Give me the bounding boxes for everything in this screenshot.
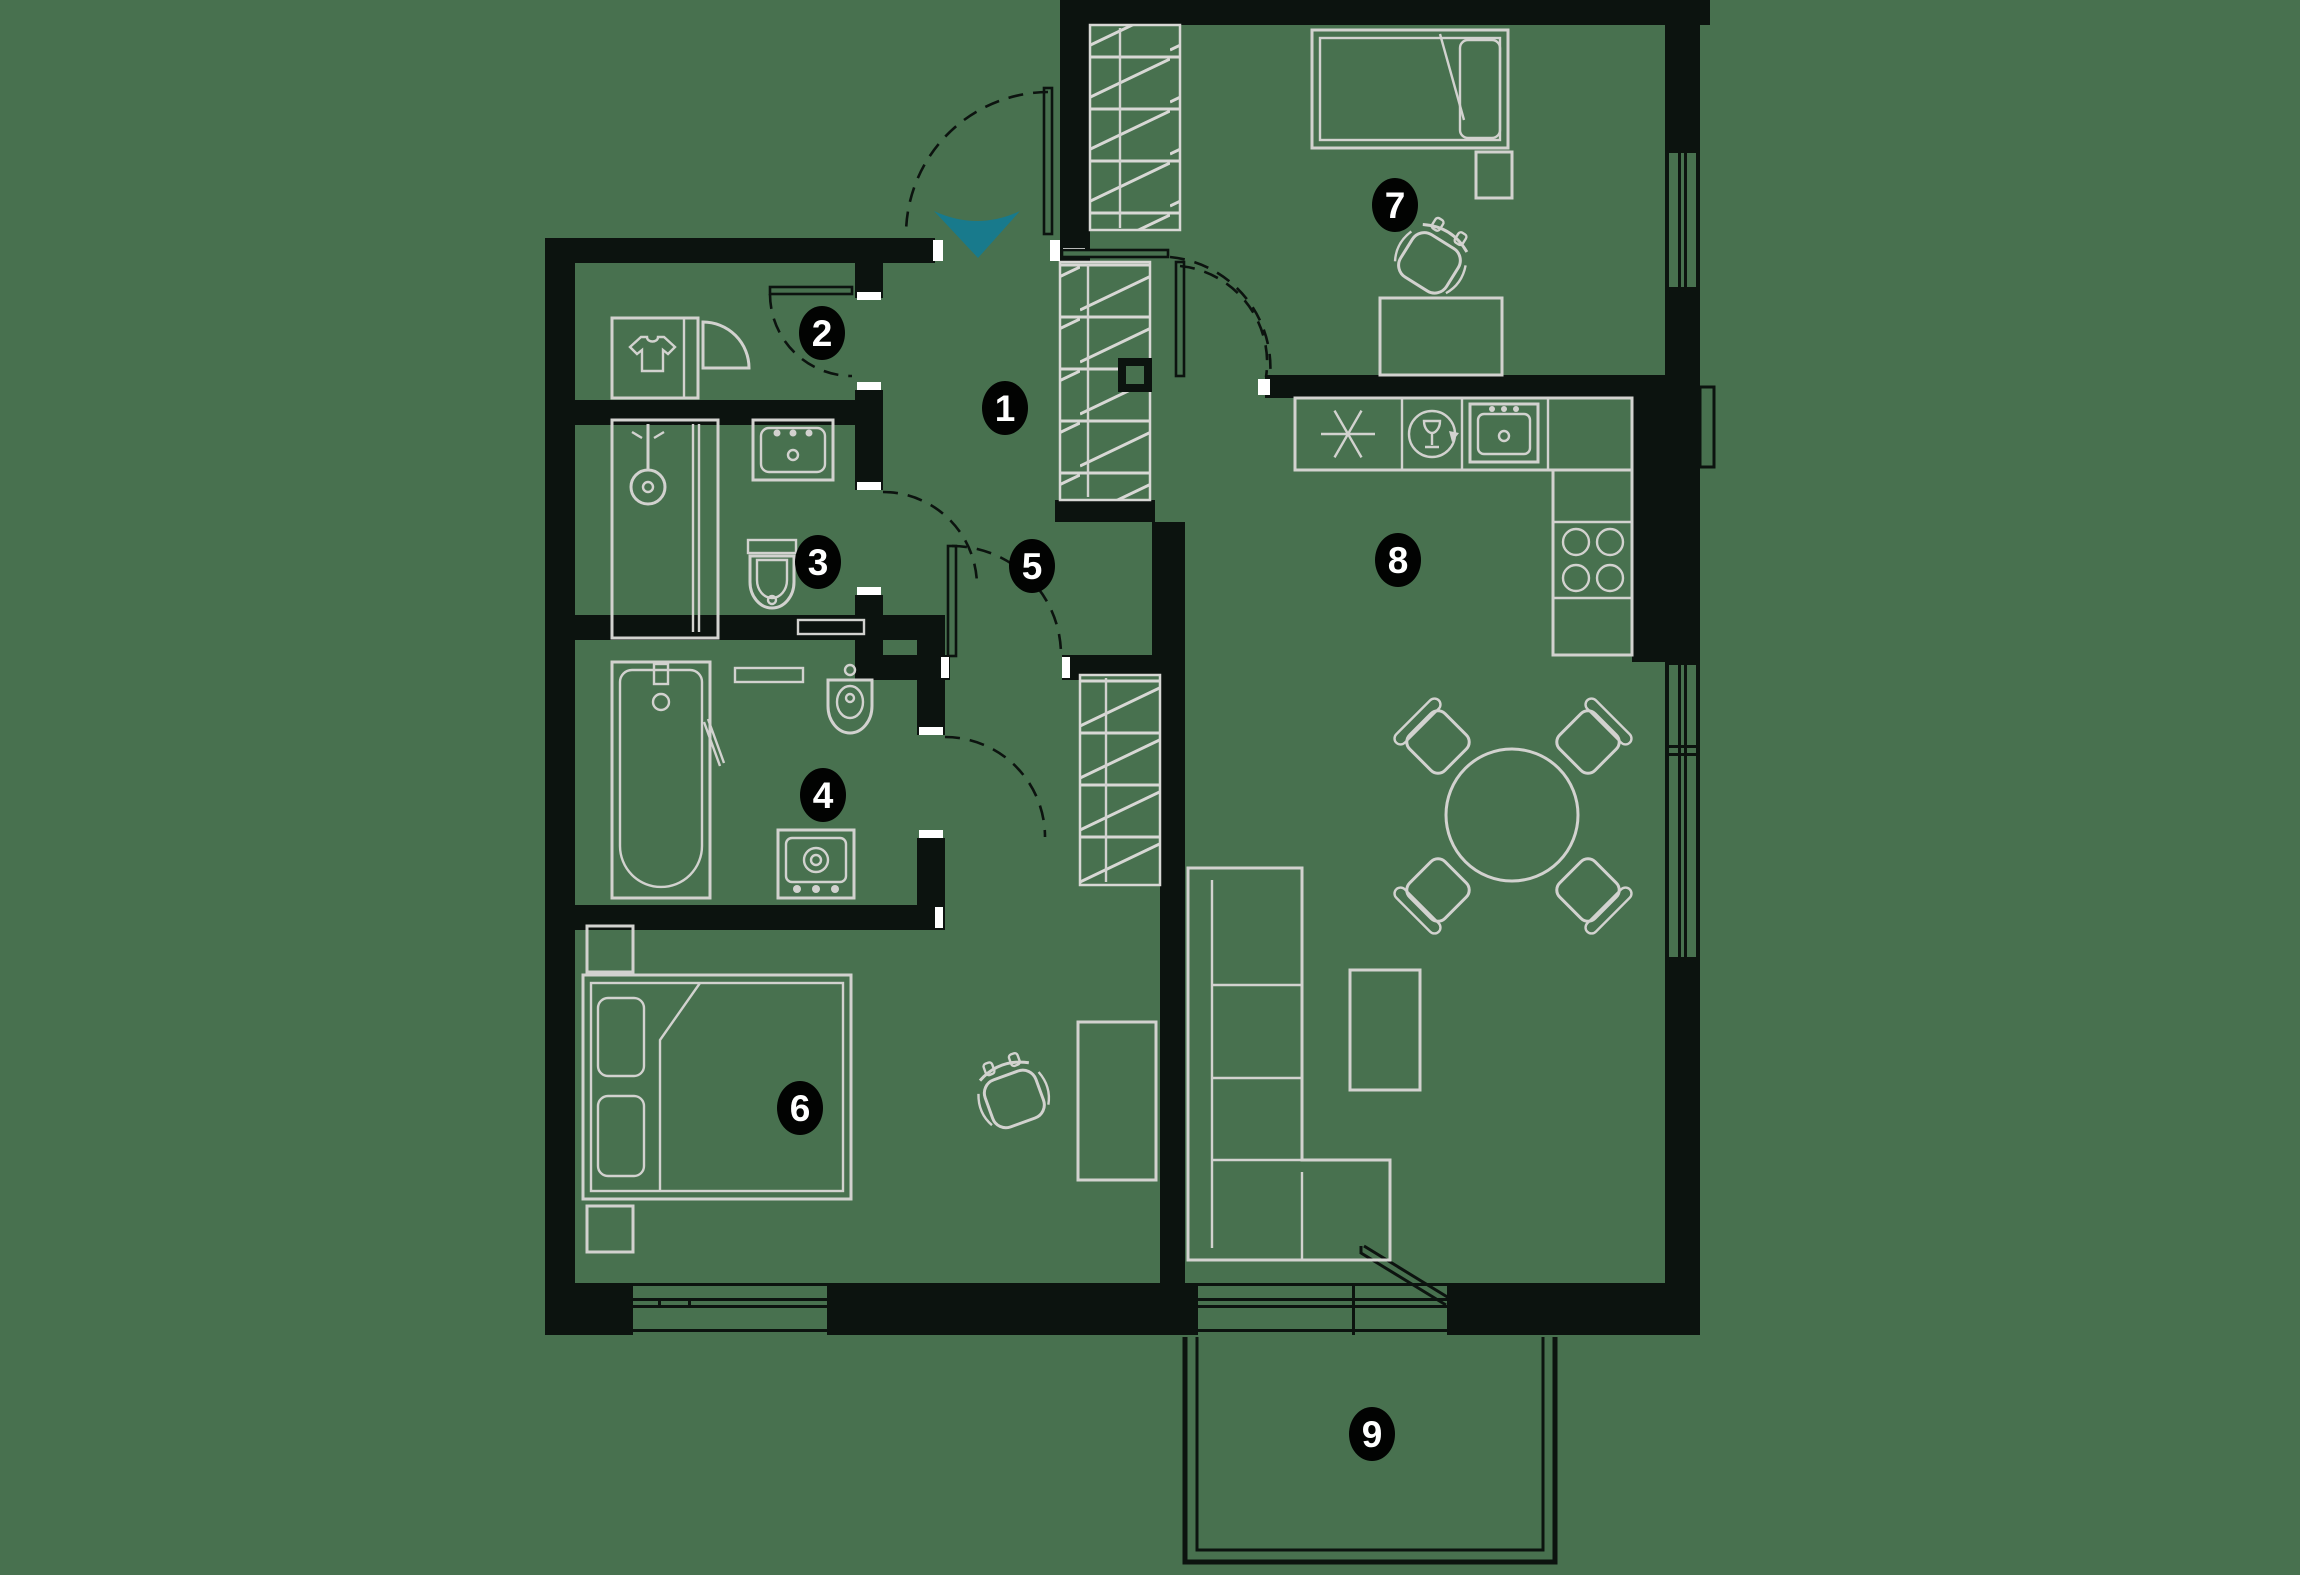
room-badge: 1 (982, 381, 1028, 435)
room-wardrobe (610, 316, 751, 400)
fridge-icon (1321, 410, 1375, 458)
toilet (746, 538, 798, 610)
towel-shelf (733, 666, 805, 684)
room-badge: 9 (1349, 1407, 1395, 1461)
room-badge: 5 (1009, 539, 1055, 593)
shower-head-icon (629, 468, 667, 506)
room-badge: 6 (777, 1081, 823, 1135)
door-swing-kitchen (1169, 255, 1272, 378)
service-shafts (1058, 23, 1182, 887)
single-bed (1310, 28, 1510, 150)
room-bathroom (610, 660, 874, 900)
room-badge: 4 (800, 768, 846, 822)
balcony-door-leaf (1359, 1244, 1450, 1307)
balcony-window-door (1195, 1244, 1450, 1335)
shower-spray (631, 428, 665, 440)
stove-burner (1595, 527, 1625, 557)
svg-text:1: 1 (995, 388, 1016, 429)
windows (630, 150, 1716, 1335)
svg-text:9: 9 (1362, 1414, 1383, 1455)
room-bedroom (581, 924, 1158, 1254)
svg-text:2: 2 (812, 313, 833, 354)
door-leaf-kitchen (1060, 248, 1170, 259)
svg-text:5: 5 (1022, 546, 1043, 587)
pillow (1458, 38, 1502, 140)
svg-text:8: 8 (1388, 540, 1409, 581)
radiator-shelf (796, 618, 866, 636)
svg-text:6: 6 (790, 1088, 811, 1129)
stair-shaft-hatch (1088, 23, 1182, 232)
door-leaf-room7 (1174, 260, 1186, 378)
wardrobe-door (701, 320, 751, 370)
door-swing-room2 (768, 293, 853, 378)
door-swing-room7 (1179, 264, 1269, 378)
shower-tray (610, 418, 720, 640)
room-badge: 8 (1375, 533, 1421, 587)
bathtub-faucet (651, 692, 671, 712)
desk (1076, 1020, 1158, 1182)
room-kitchen-living (1186, 396, 1636, 1262)
svg-text:7: 7 (1385, 185, 1406, 226)
balcony (1182, 1337, 1558, 1565)
balcony-rail-inner (1195, 1337, 1545, 1552)
bathroom-sink (751, 418, 835, 482)
washing-machine (776, 828, 856, 900)
kitchen-counter (1293, 396, 1634, 472)
kitchen-sink (1468, 402, 1540, 464)
stove-burner (1595, 563, 1625, 593)
svg-text:4: 4 (813, 775, 834, 816)
facade-unit (1698, 385, 1716, 469)
desk (1378, 296, 1504, 377)
pillow (596, 996, 646, 1078)
bath-screen (702, 718, 726, 767)
blanket-fold (1438, 33, 1466, 121)
nightstand (1474, 150, 1514, 200)
window-bedroom (630, 1283, 830, 1335)
nightstand (585, 924, 635, 974)
bidet (826, 663, 874, 735)
nightstand (585, 1204, 635, 1254)
coffee-table (1348, 968, 1422, 1092)
room-badge: 3 (795, 535, 841, 589)
dishwasher-icon (1407, 409, 1459, 459)
entrance-direction-arrow-icon (934, 211, 1020, 258)
bathtub (610, 660, 726, 900)
svg-text:3: 3 (808, 542, 829, 583)
blanket-fold (658, 982, 701, 1191)
entrance-door-swing (904, 90, 1049, 236)
interior-doors (768, 248, 1272, 928)
door-swing-room3 (882, 490, 979, 587)
tshirt-icon (628, 335, 677, 373)
double-bed (581, 973, 853, 1201)
balcony-rail-outer (1182, 1337, 1558, 1565)
stove-burner (1561, 527, 1591, 557)
built-in-wardrobe-hatch (1078, 673, 1162, 887)
dining-table (1444, 747, 1580, 883)
window-living (1665, 662, 1700, 960)
kitchen-column-stove (1551, 468, 1634, 657)
room-badge: 2 (799, 306, 845, 360)
pillow (596, 1094, 646, 1178)
entrance-door-leaf (1042, 86, 1054, 236)
door-leaf-room2 (768, 285, 854, 296)
stove-burner (1561, 563, 1591, 593)
door-swing-room4 (944, 735, 1047, 838)
wardrobe-cabinet (610, 316, 700, 400)
room-bedroom2 (1310, 28, 1514, 377)
room-badge: 7 (1372, 178, 1418, 232)
sofa-corner (1186, 866, 1392, 1262)
room-shower (610, 418, 866, 640)
dining-set (1390, 694, 1636, 938)
door-leaf-corridor (946, 544, 958, 658)
window-room7 (1665, 150, 1700, 290)
room-badges: 1 2 3 4 5 6 7 8 9 (777, 178, 1421, 1461)
